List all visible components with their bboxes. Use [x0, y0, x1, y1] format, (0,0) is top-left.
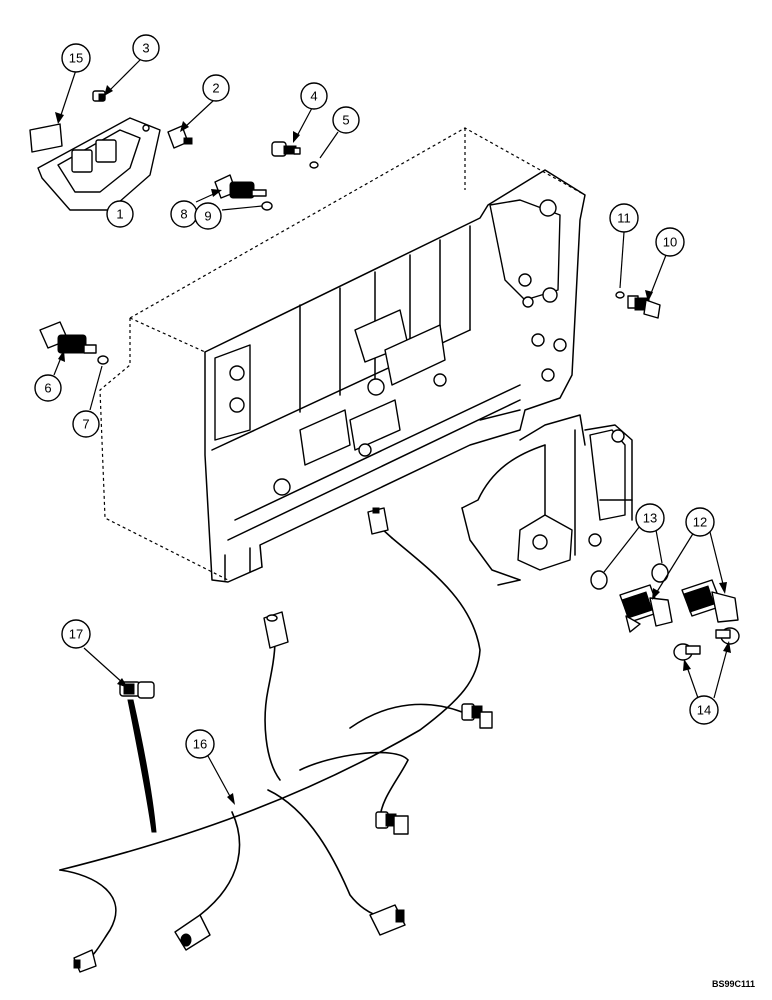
connector-mid — [375, 811, 409, 835]
part-15-decal — [29, 123, 63, 153]
callout-5: 5 — [332, 106, 360, 134]
callout-2: 2 — [202, 74, 230, 102]
engine-block — [99, 127, 586, 583]
svg-text:11: 11 — [617, 211, 631, 226]
callout-14: 14 — [689, 695, 719, 725]
callout-6: 6 — [34, 374, 62, 402]
svg-text:2: 2 — [212, 81, 219, 96]
svg-text:13: 13 — [643, 511, 657, 526]
svg-text:1: 1 — [116, 207, 123, 222]
svg-text:15: 15 — [69, 51, 83, 66]
svg-text:10: 10 — [663, 235, 677, 250]
callout-13: 13 — [635, 503, 665, 533]
callout-1: 1 — [106, 200, 134, 228]
svg-text:7: 7 — [82, 417, 89, 432]
part-11-oring — [615, 291, 625, 299]
part-3-screw — [92, 90, 106, 102]
part-7-oring — [97, 355, 109, 365]
part-10-sensor — [627, 295, 661, 319]
connector-bottom-left — [73, 949, 97, 973]
svg-text:14: 14 — [697, 703, 711, 718]
part-5-oring — [309, 161, 319, 169]
part-9-oring — [261, 201, 273, 211]
part-14-screw-a — [673, 643, 701, 661]
part-4-sensor — [271, 141, 301, 157]
part-13-oring-b — [651, 563, 669, 583]
svg-text:5: 5 — [342, 113, 349, 128]
part-13-oring-a — [590, 570, 608, 590]
part-17-sensor — [119, 681, 157, 833]
part-8-sensor — [214, 174, 267, 199]
callout-10: 10 — [655, 227, 685, 257]
callout-17: 17 — [61, 619, 91, 649]
callout-8: 8 — [170, 200, 198, 228]
svg-text:8: 8 — [180, 207, 187, 222]
callout-15: 15 — [61, 43, 91, 73]
connector-right — [461, 703, 493, 729]
part-12-sensor-a — [619, 584, 673, 633]
part-2-sensor — [167, 125, 193, 149]
callout-3: 3 — [132, 34, 160, 62]
callout-9: 9 — [194, 202, 222, 230]
wiring-harness — [59, 507, 493, 973]
part-12-sensor-b — [681, 579, 739, 623]
svg-text:4: 4 — [310, 89, 317, 104]
connector-bottom-mid — [174, 914, 211, 951]
part-6-sensor — [39, 321, 97, 354]
document-id: BS99C111 — [712, 979, 755, 989]
svg-text:9: 9 — [204, 209, 211, 224]
flywheel-housing — [461, 414, 633, 586]
connector-bottom-right — [369, 904, 406, 936]
part-14-screw-b — [715, 627, 740, 645]
svg-text:17: 17 — [69, 627, 83, 642]
callout-7: 7 — [72, 410, 100, 438]
callout-11: 11 — [609, 203, 639, 233]
callout-12: 12 — [685, 507, 715, 537]
svg-text:6: 6 — [44, 381, 51, 396]
svg-text:3: 3 — [142, 41, 149, 56]
svg-text:12: 12 — [693, 515, 707, 530]
callout-16: 16 — [185, 729, 215, 759]
part-1-ecm-bracket — [37, 117, 161, 211]
svg-text:16: 16 — [193, 737, 207, 752]
callout-4: 4 — [300, 82, 328, 110]
